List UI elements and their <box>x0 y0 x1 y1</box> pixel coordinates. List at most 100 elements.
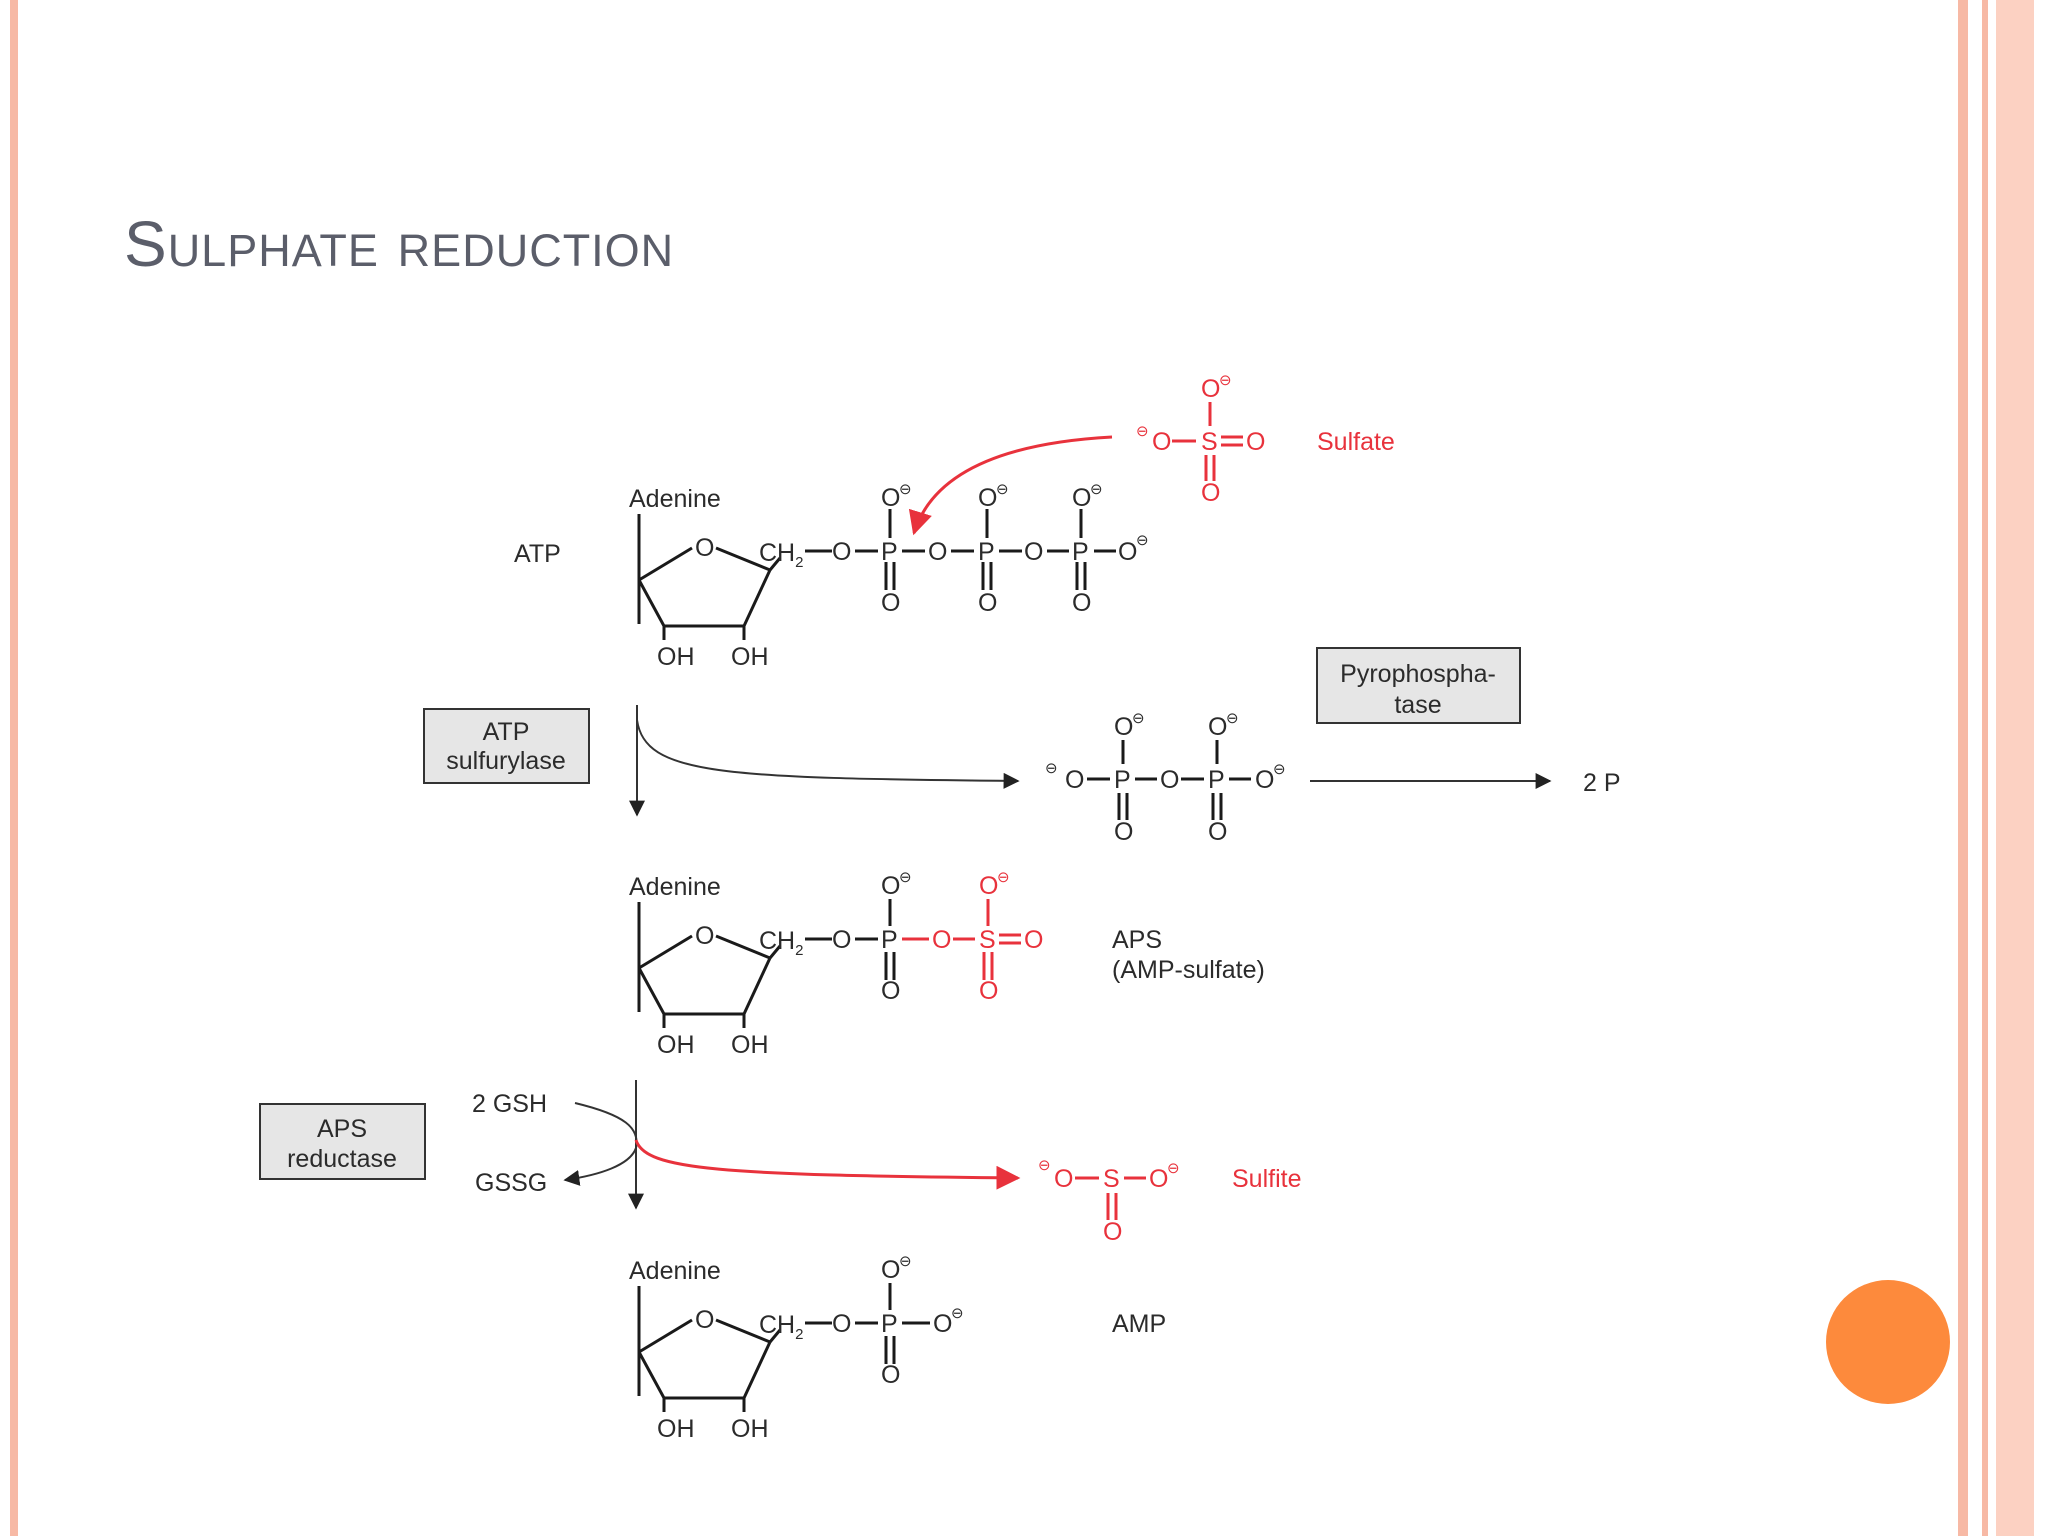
svg-text:O: O <box>1054 1165 1073 1193</box>
svg-text:O: O <box>933 1310 952 1338</box>
pyrophosphatase-line1: Pyrophospha- <box>1340 660 1496 688</box>
svg-text:⊖: ⊖ <box>1038 1157 1051 1174</box>
svg-text:P: P <box>1208 766 1225 794</box>
phosphate-product: 2 P <box>1583 769 1621 797</box>
svg-text:⊖: ⊖ <box>1226 710 1239 727</box>
svg-text:CH2: CH2 <box>759 927 803 959</box>
svg-text:O: O <box>978 589 997 617</box>
svg-text:O: O <box>881 1256 900 1284</box>
svg-text:O: O <box>1024 926 1043 954</box>
aps-molecule: Adenine O OH OH CH2 O P O⊖ O O S O O⊖ O <box>629 869 1265 1059</box>
svg-text:O: O <box>1072 484 1091 512</box>
atp-label: ATP <box>514 540 561 568</box>
sulfite-molecule: ⊖ O S O⊖ O Sulfite <box>1038 1157 1301 1246</box>
sulfate-label: Sulfate <box>1317 428 1395 456</box>
svg-text:⊖: ⊖ <box>1090 481 1103 498</box>
svg-text:O: O <box>1072 589 1091 617</box>
sulfate-molecule: O⊖ ⊖ O S O O Sulfate <box>908 372 1395 536</box>
orange-circle-decoration <box>1826 1280 1950 1404</box>
svg-text:O: O <box>1208 818 1227 846</box>
amp-molecule: Adenine O OH OH CH2 O P O⊖ O⊖ O AMP <box>629 1253 1166 1443</box>
aps-reductase-line1: APS <box>317 1115 367 1143</box>
svg-text:O: O <box>1065 766 1084 794</box>
aps-sublabel: (AMP-sulfate) <box>1112 956 1265 984</box>
pyrophosphatase-line2: tase <box>1394 691 1441 719</box>
adenine-label-aps: Adenine <box>629 873 721 901</box>
svg-text:O: O <box>695 534 714 562</box>
aps-reductase-box <box>259 1103 426 1180</box>
svg-text:⊖: ⊖ <box>996 481 1009 498</box>
svg-text:O: O <box>979 977 998 1005</box>
gsh-gssg-arrow <box>563 1102 638 1186</box>
svg-text:S: S <box>1201 428 1218 456</box>
aps-reductase-line2: reductase <box>287 1145 397 1173</box>
svg-text:P: P <box>1114 766 1131 794</box>
gsh-label: 2 GSH <box>472 1090 547 1118</box>
atp-sulfurylase-line1: ATP <box>483 718 530 746</box>
svg-text:OH: OH <box>731 1031 769 1059</box>
svg-text:O: O <box>881 589 900 617</box>
adenine-label: Adenine <box>629 485 721 513</box>
svg-text:P: P <box>881 538 898 566</box>
svg-text:⊖: ⊖ <box>997 869 1010 886</box>
svg-text:O: O <box>1152 428 1171 456</box>
svg-text:CH2: CH2 <box>759 539 803 571</box>
atp-sulfurylase-line2: sulfurylase <box>446 747 566 775</box>
svg-text:O: O <box>1208 713 1227 741</box>
svg-text:O: O <box>928 538 947 566</box>
svg-text:O: O <box>881 484 900 512</box>
svg-text:O: O <box>881 977 900 1005</box>
adenine-label-amp: Adenine <box>629 1257 721 1285</box>
svg-text:O: O <box>1246 428 1265 456</box>
svg-text:O: O <box>1103 1218 1122 1246</box>
slide-title: Sulphate reduction <box>124 208 675 280</box>
svg-text:O: O <box>695 1306 714 1334</box>
atp-sulfurylase-box <box>423 708 590 784</box>
right-border-stripe-2 <box>1982 0 1988 1536</box>
left-border-stripe <box>10 0 18 1536</box>
pyrophosphate-molecule: ⊖ O P O P O⊖ O⊖ O⊖ O O <box>1045 710 1286 846</box>
svg-text:O: O <box>881 1361 900 1389</box>
svg-text:P: P <box>1072 538 1089 566</box>
svg-text:⊖: ⊖ <box>1167 1160 1180 1177</box>
svg-text:O: O <box>979 872 998 900</box>
svg-text:O: O <box>832 538 851 566</box>
svg-text:O: O <box>881 872 900 900</box>
svg-text:O: O <box>1149 1165 1168 1193</box>
svg-text:⊖: ⊖ <box>951 1305 964 1322</box>
svg-text:O: O <box>832 926 851 954</box>
oh-2: OH <box>657 643 695 671</box>
sulfite-release-arrow <box>634 1139 1021 1190</box>
svg-text:OH: OH <box>657 1415 695 1443</box>
svg-text:⊖: ⊖ <box>1136 532 1149 549</box>
svg-text:OH: OH <box>731 1415 769 1443</box>
amp-label: AMP <box>1112 1310 1166 1338</box>
svg-text:O: O <box>1255 766 1274 794</box>
svg-text:P: P <box>881 926 898 954</box>
svg-text:⊖: ⊖ <box>1219 372 1232 389</box>
ribose-ring <box>637 514 782 640</box>
gssg-label: GSSG <box>475 1169 547 1197</box>
svg-text:CH2: CH2 <box>759 1311 803 1343</box>
svg-text:⊖: ⊖ <box>1136 423 1149 440</box>
pyrophosphatase-box <box>1316 647 1521 724</box>
svg-text:⊖: ⊖ <box>1045 760 1058 777</box>
svg-text:O: O <box>1114 818 1133 846</box>
right-border-stripe-1 <box>1958 0 1968 1536</box>
svg-text:P: P <box>881 1310 898 1338</box>
svg-text:⊖: ⊖ <box>899 1253 912 1270</box>
svg-text:O: O <box>978 484 997 512</box>
sulfite-label: Sulfite <box>1232 1165 1301 1193</box>
svg-text:S: S <box>1103 1165 1120 1193</box>
atp-molecule: ATP Adenine O OH OH CH2 <box>514 481 1149 671</box>
aps-label: APS <box>1112 926 1162 954</box>
svg-text:O: O <box>1201 375 1220 403</box>
svg-text:⊖: ⊖ <box>1132 710 1145 727</box>
svg-text:O: O <box>832 1310 851 1338</box>
svg-text:O: O <box>1118 538 1137 566</box>
svg-text:O: O <box>1160 766 1179 794</box>
oh-3: OH <box>731 643 769 671</box>
step1-side-arrow <box>636 719 1020 789</box>
svg-text:⊖: ⊖ <box>899 481 912 498</box>
